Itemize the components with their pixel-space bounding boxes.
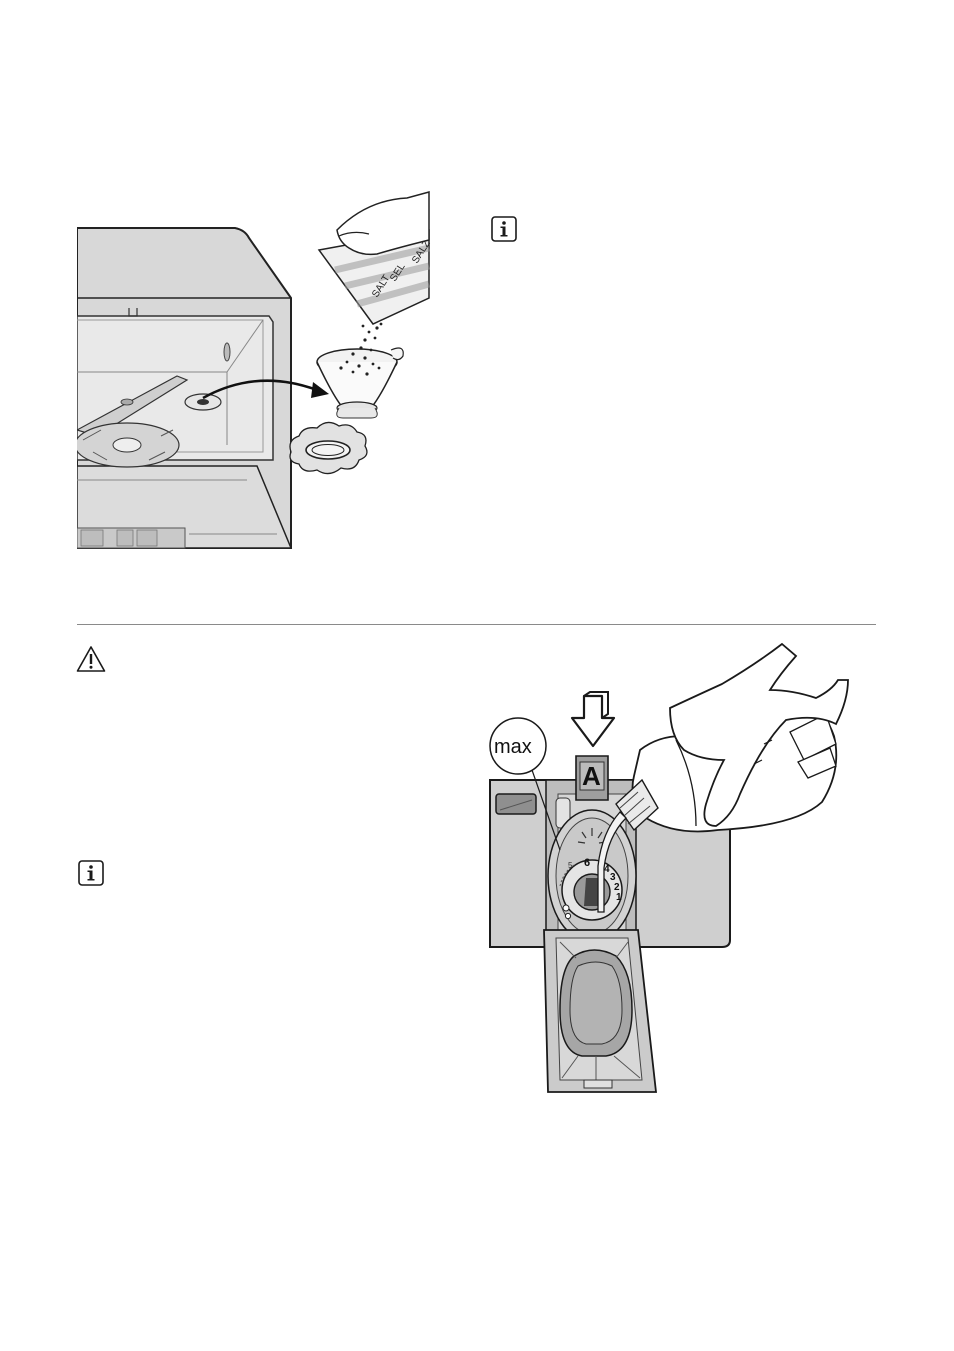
dial-number-5: 5	[568, 861, 573, 870]
button-a-label: A	[582, 761, 601, 791]
max-label: max	[494, 736, 532, 758]
section-divider	[77, 624, 876, 625]
dial-number-1: 1	[616, 892, 622, 903]
dial-number-6: 6	[584, 857, 590, 869]
rinse-aid-illustration: 6 5 4 3 2 1 A max	[486, 640, 856, 1100]
dishwasher-body	[77, 228, 291, 548]
dispenser-lid	[544, 930, 656, 1092]
salt-container-cap	[290, 422, 367, 473]
info-icon	[491, 216, 517, 242]
release-button-a: A	[576, 756, 608, 800]
warning-icon	[76, 645, 106, 673]
info-icon	[78, 860, 104, 886]
salt-funnel	[317, 348, 403, 418]
salt-filling-illustration: SALT SEL SALZ	[77, 190, 437, 550]
